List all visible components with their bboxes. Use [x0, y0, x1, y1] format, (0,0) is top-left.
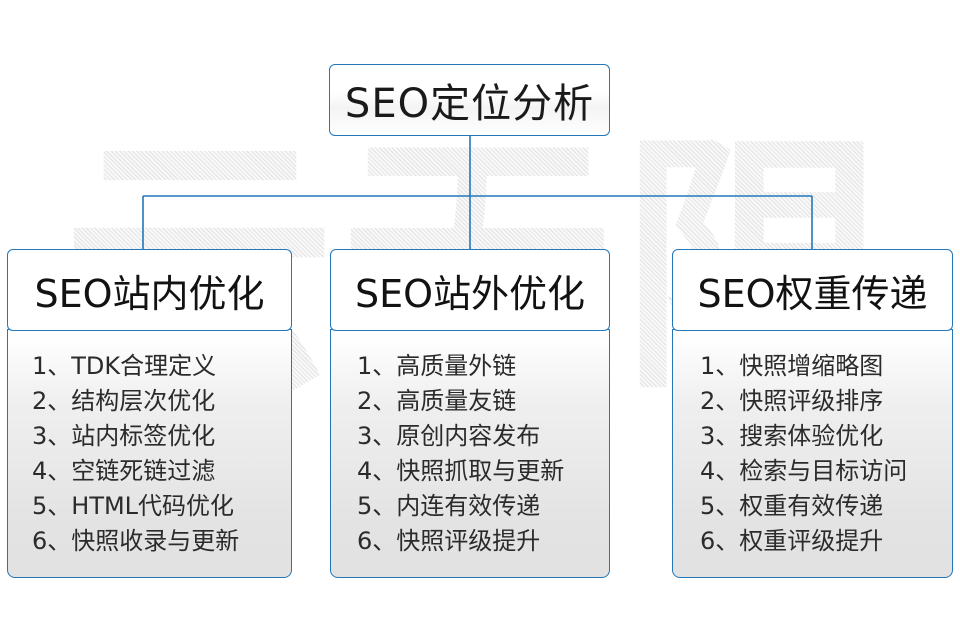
list-item: 2、快照评级排序 [700, 387, 884, 415]
list-item: 4、空链死链过滤 [32, 457, 216, 485]
list-item: 1、快照增缩略图 [700, 352, 884, 380]
column-list-2: 1、高质量外链 2、高质量友链 3、原创内容发布 4、快照抓取与更新 5、内连有… [331, 349, 609, 559]
column-header-3[interactable]: SEO权重传递 [672, 249, 953, 331]
list-item: 6、快照收录与更新 [32, 527, 240, 555]
list-item: 5、内连有效传递 [357, 492, 541, 520]
column-header-label-3: SEO权重传递 [697, 271, 928, 316]
root-node[interactable]: SEO定位分析 [329, 64, 610, 136]
list-item: 2、高质量友链 [357, 387, 517, 415]
column-header-label-1: SEO站内优化 [34, 271, 265, 316]
list-item: 3、站内标签优化 [32, 422, 216, 450]
list-item: 3、搜索体验优化 [700, 422, 884, 450]
column-list-1: 1、TDK合理定义 2、结构层次优化 3、站内标签优化 4、空链死链过滤 5、H… [8, 349, 291, 559]
list-item: 6、快照评级提升 [357, 527, 541, 555]
list-item: 1、TDK合理定义 [32, 352, 217, 380]
list-item: 5、HTML代码优化 [32, 492, 235, 520]
list-item: 3、原创内容发布 [357, 422, 541, 450]
list-item: 6、权重评级提升 [700, 527, 884, 555]
column-body-2: 1、高质量外链 2、高质量友链 3、原创内容发布 4、快照抓取与更新 5、内连有… [330, 329, 610, 578]
list-item: 1、高质量外链 [357, 352, 517, 380]
column-header-2[interactable]: SEO站外优化 [330, 249, 610, 331]
list-item: 2、结构层次优化 [32, 387, 216, 415]
root-node-label: SEO定位分析 [344, 81, 595, 127]
list-item: 4、快照抓取与更新 [357, 457, 565, 485]
column-header-1[interactable]: SEO站内优化 [7, 249, 292, 331]
column-header-label-2: SEO站外优化 [354, 271, 586, 316]
column-body-1: 1、TDK合理定义 2、结构层次优化 3、站内标签优化 4、空链死链过滤 5、H… [7, 329, 292, 578]
list-item: 5、权重有效传递 [700, 492, 884, 520]
column-body-3: 1、快照增缩略图 2、快照评级排序 3、搜索体验优化 4、检索与目标访问 5、权… [672, 329, 953, 578]
column-list-3: 1、快照增缩略图 2、快照评级排序 3、搜索体验优化 4、检索与目标访问 5、权… [673, 349, 952, 559]
list-item: 4、检索与目标访问 [700, 457, 908, 485]
